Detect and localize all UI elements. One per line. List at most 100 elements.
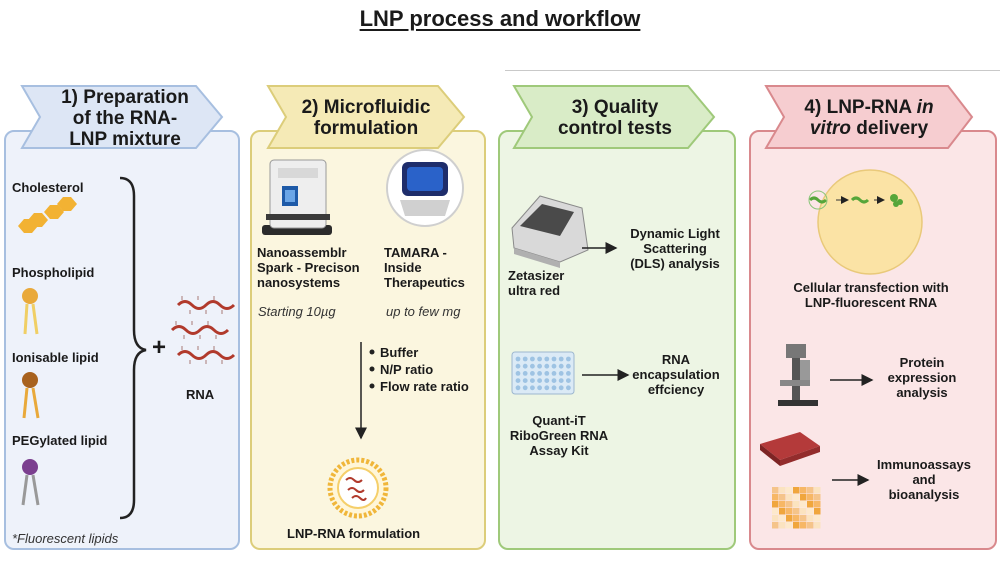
plate-well	[551, 378, 557, 383]
heatmap-cell	[772, 487, 779, 494]
step3-header: 3) Quality control tests	[530, 97, 700, 139]
plate-well	[566, 356, 571, 362]
heatmap-cell	[786, 508, 793, 515]
immunoassays-line3: bioanalysis	[888, 487, 960, 502]
plate-well	[558, 363, 564, 369]
zetasizer-label-line2: ultra red	[508, 283, 561, 298]
heatmap-cell	[772, 494, 779, 501]
zetasizer-icon	[511, 195, 589, 268]
lipid-label-ionisable: Ionisable lipid	[12, 350, 99, 365]
heatmap-cell	[779, 515, 786, 522]
dls-analysis-line3: (DLS) analysis	[630, 256, 720, 271]
heatmap-cell	[793, 494, 800, 501]
rna-label: RNA	[186, 387, 215, 402]
heatmap-cell	[814, 494, 821, 501]
step1-header-banner	[20, 85, 224, 149]
plate-well	[515, 363, 521, 369]
device2-label-line1: TAMARA -	[384, 245, 447, 260]
heatmap-cell	[779, 522, 786, 529]
device2-label: TAMARA - Inside Therapeutics	[384, 245, 465, 290]
encapsulation-line1: RNA	[661, 352, 691, 367]
step2-header-line1: 2) Microfluidic	[301, 97, 431, 118]
heatmap-cell	[800, 522, 807, 529]
step1-header-line2: of the RNA-	[72, 108, 178, 129]
plate-well	[544, 363, 550, 369]
lipid-label-pegylated: PEGylated lipid	[12, 433, 108, 448]
heatmap-cell	[786, 522, 793, 529]
plate-well	[566, 363, 571, 369]
plate-well	[566, 385, 571, 391]
plate-well	[537, 378, 542, 383]
plate-well	[530, 385, 535, 391]
heatmap-cell	[814, 508, 821, 515]
step4-header: 4) LNP-RNA in vitro delivery	[784, 97, 954, 139]
plate-well	[522, 356, 528, 362]
formulation-param-flow-rate: Flow rate ratio	[380, 379, 469, 394]
encapsulation-line3: effciency	[647, 382, 705, 397]
plate-well	[537, 385, 542, 391]
plate-well	[558, 371, 564, 376]
heatmap-cell	[779, 494, 786, 501]
heatmap-cell	[793, 487, 800, 494]
plate-well	[558, 356, 564, 362]
heatmap-cell	[786, 487, 793, 494]
heatmap-cell	[814, 515, 821, 522]
plate-well	[530, 371, 535, 376]
plate-well	[558, 378, 564, 383]
step1-header-line3: LNP mixture	[69, 129, 181, 150]
ribogreen-kit-line1: Quant-iT	[532, 413, 586, 428]
immunoassays-line2: and	[912, 472, 936, 487]
encapsulation-line2: encapsulation	[632, 367, 720, 382]
step4-header-line1: 4) LNP-RNA in	[784, 97, 954, 118]
step2-header-banner	[266, 85, 466, 149]
device1-label-line3: nanosystems	[257, 275, 341, 290]
protein-expression-line2: expression	[887, 370, 957, 385]
plate-well	[515, 378, 521, 383]
heatmap-cell	[800, 487, 807, 494]
heatmap-cell	[814, 487, 821, 494]
plate-well	[537, 371, 542, 376]
zetasizer-label: Zetasizer ultra red	[508, 268, 564, 298]
heatmap-cell	[793, 501, 800, 508]
transfection-label: Cellular transfection with LNP-fluoresce…	[760, 280, 982, 310]
step4-header-banner	[764, 85, 974, 149]
step4-header-part2: in	[916, 97, 934, 118]
plate-well	[537, 363, 542, 369]
heatmap-cell	[800, 494, 807, 501]
step1-header: 1) Preparation of the RNA- LNP mixture	[40, 87, 210, 150]
nanoassemblr-device-icon	[262, 159, 332, 235]
microscope-icon	[778, 344, 818, 406]
dls-analysis-line1: Dynamic Light	[630, 226, 720, 241]
heatmap-cell	[807, 515, 814, 522]
cell-icon	[808, 169, 923, 275]
cholesterol-icon	[18, 197, 77, 233]
formulation-param-np-ratio: N/P ratio	[380, 362, 434, 377]
rna-strands-icon	[170, 300, 236, 360]
heatmap-cell	[779, 508, 786, 515]
heatmap-cell	[807, 494, 814, 501]
step2-header-line2: formulation	[313, 118, 419, 139]
plate-well	[551, 371, 557, 376]
heatmap-cell	[807, 522, 814, 529]
heatmap-icon	[772, 487, 821, 529]
zetasizer-label-line1: Zetasizer	[508, 268, 565, 283]
page-title: LNP process and workflow	[359, 6, 641, 31]
plate-well	[566, 371, 571, 376]
transfection-line1: Cellular transfection with	[793, 280, 949, 295]
step3-header-line2: control tests	[557, 118, 673, 139]
lipid-label-cholesterol: Cholesterol	[12, 180, 84, 195]
plate-well	[551, 356, 557, 362]
heatmap-cell	[772, 508, 779, 515]
plate-well	[522, 385, 528, 391]
lnp-rna-formulation-label: LNP-RNA formulation	[287, 526, 421, 541]
well-plate-red-icon	[760, 432, 820, 466]
heatmap-cell	[814, 501, 821, 508]
encapsulation-efficiency-label: RNA encapsulation effciency	[624, 352, 728, 397]
step3-header-line1: 3) Quality	[571, 97, 659, 118]
step4-header-part4: delivery	[851, 118, 929, 139]
ribogreen-kit-label: Quant-iT RiboGreen RNA Assay Kit	[498, 413, 620, 458]
step1-header-line1: 1) Preparation	[61, 87, 189, 108]
panel-preparation	[4, 130, 240, 550]
pegylated-lipid-icon	[21, 459, 40, 506]
plate-well	[530, 363, 535, 369]
